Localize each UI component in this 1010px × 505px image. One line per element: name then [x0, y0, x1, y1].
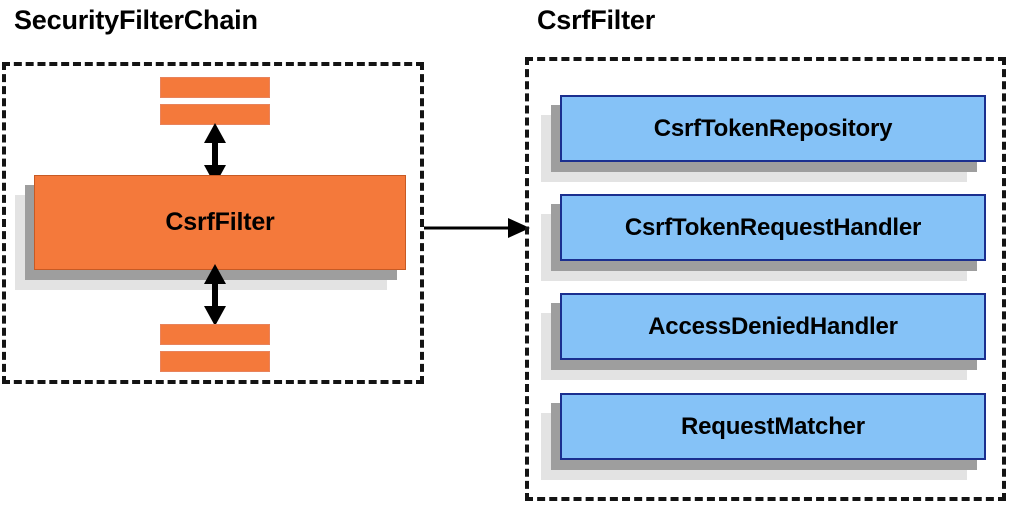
- node-front-layer: CsrfFilter: [34, 175, 406, 270]
- node-label-csrf-token-request-handler: CsrfTokenRequestHandler: [624, 213, 922, 241]
- node-csrf-token-request-handler[interactable]: CsrfTokenRequestHandler: [541, 194, 987, 281]
- node-front-layer: CsrfTokenRepository: [560, 95, 986, 162]
- page-title-csrf-filter: CsrfFilter: [537, 5, 656, 35]
- page-title-security-filter-chain: SecurityFilterChain: [14, 5, 258, 35]
- arrow-left-to-right: [424, 218, 530, 238]
- group-box-csrf-filter: [525, 57, 1006, 501]
- node-front-layer: RequestMatcher: [560, 393, 986, 460]
- node-request-matcher[interactable]: RequestMatcher: [541, 393, 987, 480]
- node-label-access-denied-handler: AccessDeniedHandler: [648, 312, 898, 340]
- filter-bar-below-1: [160, 324, 270, 345]
- filter-bar-below-2: [160, 351, 270, 372]
- filter-bar-above-1: [160, 77, 270, 98]
- node-label-csrf-token-repository: CsrfTokenRepository: [653, 114, 893, 142]
- node-csrf-token-repository[interactable]: CsrfTokenRepository: [541, 95, 987, 182]
- arrow-up-down-below: [204, 264, 226, 326]
- node-label-request-matcher: RequestMatcher: [681, 412, 865, 440]
- node-front-layer: AccessDeniedHandler: [560, 293, 986, 360]
- node-front-layer: CsrfTokenRequestHandler: [560, 194, 986, 261]
- node-label-csrf-filter: CsrfFilter: [165, 208, 275, 236]
- group-box-security-filter-chain: [2, 62, 424, 384]
- node-access-denied-handler[interactable]: AccessDeniedHandler: [541, 293, 987, 380]
- node-csrf-filter[interactable]: CsrfFilter: [15, 175, 406, 290]
- filter-bar-above-2: [160, 104, 270, 125]
